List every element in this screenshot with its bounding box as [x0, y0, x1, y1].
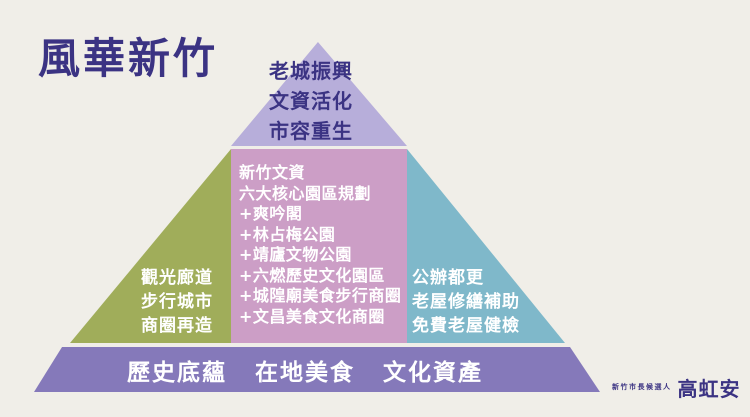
pyramid-middle-line: +文昌美食文化商圈 [239, 306, 385, 326]
pyramid-left-line: 觀光廊道 [141, 268, 213, 288]
footer-candidate: 新竹市長候選人 高虹安 [612, 374, 744, 401]
pyramid-right-line: 免費老屋健檢 [412, 316, 520, 336]
base-bar-item: 在地美食 [255, 359, 355, 386]
candidate-role: 新竹市長候選人 [612, 383, 672, 391]
pyramid-top-line: 文資活化 [269, 89, 353, 113]
pyramid-left-line: 商圈再造 [141, 316, 213, 336]
pyramid-middle-line: +城隍廟美食步行商圈 [239, 286, 402, 305]
base-bar-item: 歷史底蘊 [127, 359, 227, 386]
pyramid-middle-block [231, 149, 407, 343]
pyramid-top-line: 老城振興 [269, 59, 353, 83]
pyramid-top-line: 市容重生 [269, 119, 353, 143]
pyramid-middle-line: 六大核心園區規劃 [239, 183, 372, 203]
pyramid-left-line: 步行城市 [141, 292, 213, 312]
pyramid-middle-line: +林占梅公園 [239, 224, 336, 244]
pyramid-middle-line: 新竹文資 [239, 163, 306, 182]
pyramid-top-text: 老城振興 文資活化 市容重生 [269, 56, 429, 146]
pyramid-middle-line: +靖廬文物公園 [239, 245, 352, 264]
page-title: 風華新竹 [38, 34, 219, 83]
pyramid-right-line: 公辦都更 [412, 268, 484, 288]
pyramid-right-text: 公辦都更 老屋修繕補助 免費老屋健檢 [412, 266, 542, 338]
pyramid-left-text: 觀光廊道 步行城市 商圈再造 [141, 266, 251, 338]
pyramid-middle-line: +六燃歷史文化園區 [239, 265, 385, 285]
candidate-name: 高虹安 [677, 376, 741, 401]
pyramid-middle-text: 新竹文資 六大核心園區規劃 +爽吟閣 +林占梅公園 +靖廬文物公園 +六燃歷史文… [239, 163, 409, 327]
pyramid-right-line: 老屋修繕補助 [412, 292, 520, 312]
pyramid-base-bar [34, 347, 600, 392]
base-bar-text: 歷史底蘊 在地美食 文化資產 [34, 347, 600, 392]
base-bar-item: 文化資產 [383, 359, 483, 386]
pyramid-middle-line: +爽吟閣 [239, 204, 303, 223]
